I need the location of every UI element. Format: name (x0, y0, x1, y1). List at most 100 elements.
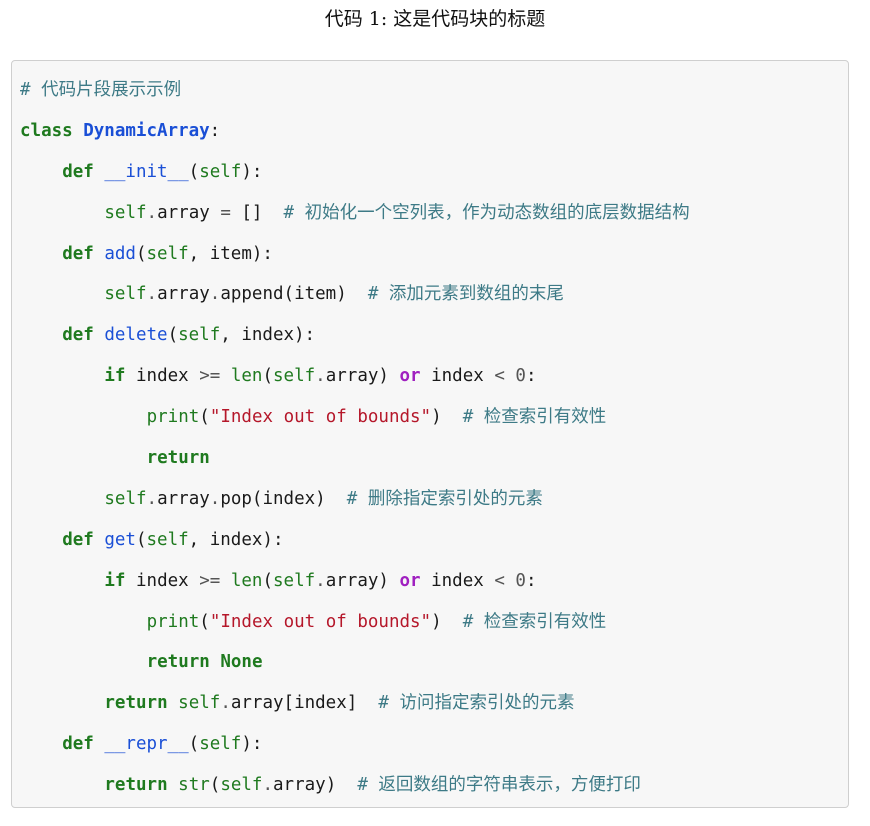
code-block: # 代码片段展示示例 class DynamicArray: def __init_… (11, 60, 849, 808)
code-token: ( (209, 775, 221, 796)
code-token: array[index] (230, 693, 379, 714)
code-token (168, 775, 179, 795)
code-token (94, 734, 105, 754)
code-line: print("Index out of bounds") # 检查索引有效性 (20, 602, 690, 643)
code-token: def (62, 325, 94, 346)
code-token (210, 652, 221, 672)
code-token (73, 121, 84, 141)
code-comment: # 返回数组的字符串表示，方便打印 (357, 775, 641, 796)
code-token: , index): (188, 529, 284, 550)
code-token: add (104, 243, 136, 264)
code-token: array (157, 488, 210, 509)
code-token: >= (199, 366, 221, 387)
code-token: get (104, 529, 136, 550)
code-token (220, 571, 231, 591)
code-line: if index >= len(self.array) or index < 0… (20, 561, 690, 602)
code-token: ( (188, 734, 200, 755)
code-token: self (104, 284, 147, 305)
code-token: array (157, 284, 210, 305)
code-token: ( (135, 243, 147, 264)
code-token: delete (104, 325, 168, 346)
code-line: if index >= len(self.array) or index < 0… (20, 356, 690, 397)
code-token: index (125, 570, 200, 591)
code-token: append(item) (220, 284, 368, 305)
code-comment: # 代码片段展示示例 (20, 80, 182, 100)
code-token: self (104, 488, 147, 509)
code-token: def (62, 734, 94, 755)
code-token: self (146, 243, 189, 264)
code-token: self (220, 775, 263, 796)
code-token: : (209, 120, 221, 141)
code-token: self (273, 366, 316, 387)
code-token: = (220, 202, 231, 223)
code-token: ( (188, 161, 200, 182)
code-token: def (62, 529, 94, 550)
code-line: # 代码片段展示示例 (20, 70, 690, 111)
code-token: , index): (220, 325, 316, 346)
code-token: index (125, 366, 200, 387)
code-token: len (230, 570, 263, 591)
code-token: . (220, 693, 231, 714)
code-line: def add(self, item): (20, 234, 690, 275)
code-token: >= (199, 570, 221, 591)
code-token: ( (135, 529, 147, 550)
code-token: str (178, 775, 210, 796)
code-token: def (62, 243, 94, 264)
code-token: None (220, 652, 263, 673)
code-token: . (209, 488, 221, 509)
code-token: return (146, 652, 210, 673)
code-line: class DynamicArray: (20, 111, 690, 152)
code-token: ( (167, 325, 179, 346)
code-token: ( (262, 366, 274, 387)
code-token: class (20, 120, 73, 141)
code-token (505, 571, 516, 591)
code-token: array) (273, 775, 358, 796)
code-token: def (62, 161, 94, 182)
code-token: self (178, 325, 221, 346)
code-token (94, 530, 105, 550)
code-comment: # 添加元素到数组的末尾 (367, 284, 564, 305)
code-line: self.array.append(item) # 添加元素到数组的末尾 (20, 274, 690, 315)
code-token: . (315, 570, 326, 591)
code-token: return (104, 693, 168, 714)
code-comment: # 访问指定索引处的元素 (378, 693, 575, 714)
code-token: [] (230, 202, 284, 223)
code-token: self (178, 693, 221, 714)
code-token: . (315, 366, 326, 387)
code-token: ): (241, 161, 263, 182)
code-line: return (20, 438, 690, 479)
code-token: index (420, 570, 495, 591)
code-line: def __repr__(self): (20, 724, 690, 765)
code-token: 0 (515, 570, 526, 591)
code-token: DynamicArray (83, 120, 210, 141)
code-token: return (104, 775, 168, 796)
code-token: self (199, 161, 242, 182)
code-token: print (146, 407, 200, 428)
code-token (94, 325, 105, 345)
code-token: ( (199, 407, 210, 428)
code-token: print (146, 611, 200, 632)
code-token (220, 366, 231, 386)
code-token: < (494, 570, 505, 591)
code-token: . (146, 488, 158, 509)
code-token: __init__ (104, 161, 189, 182)
code-comment: # 删除指定索引处的元素 (346, 488, 543, 509)
code-comment: # 检查索引有效性 (462, 407, 607, 428)
code-token: return (146, 448, 210, 469)
code-token: 0 (515, 366, 526, 387)
code-token: . (262, 775, 274, 796)
code-token (94, 244, 105, 264)
code-line: def get(self, index): (20, 520, 690, 561)
code-line: return str(self.array) # 返回数组的字符串表示，方便打印 (20, 765, 690, 806)
code-token: "Index out of bounds" (209, 611, 432, 632)
code-token: self (146, 529, 189, 550)
code-token: ( (199, 611, 210, 632)
code-lines: # 代码片段展示示例 class DynamicArray: def __init_… (20, 70, 690, 806)
code-comment: # 初始化一个空列表，作为动态数组的底层数据结构 (283, 202, 690, 223)
code-line: def delete(self, index): (20, 315, 690, 356)
code-token (94, 162, 105, 182)
code-token (168, 693, 179, 713)
code-token: < (494, 366, 505, 387)
code-token (505, 366, 516, 386)
code-token: pop(index) (220, 488, 347, 509)
